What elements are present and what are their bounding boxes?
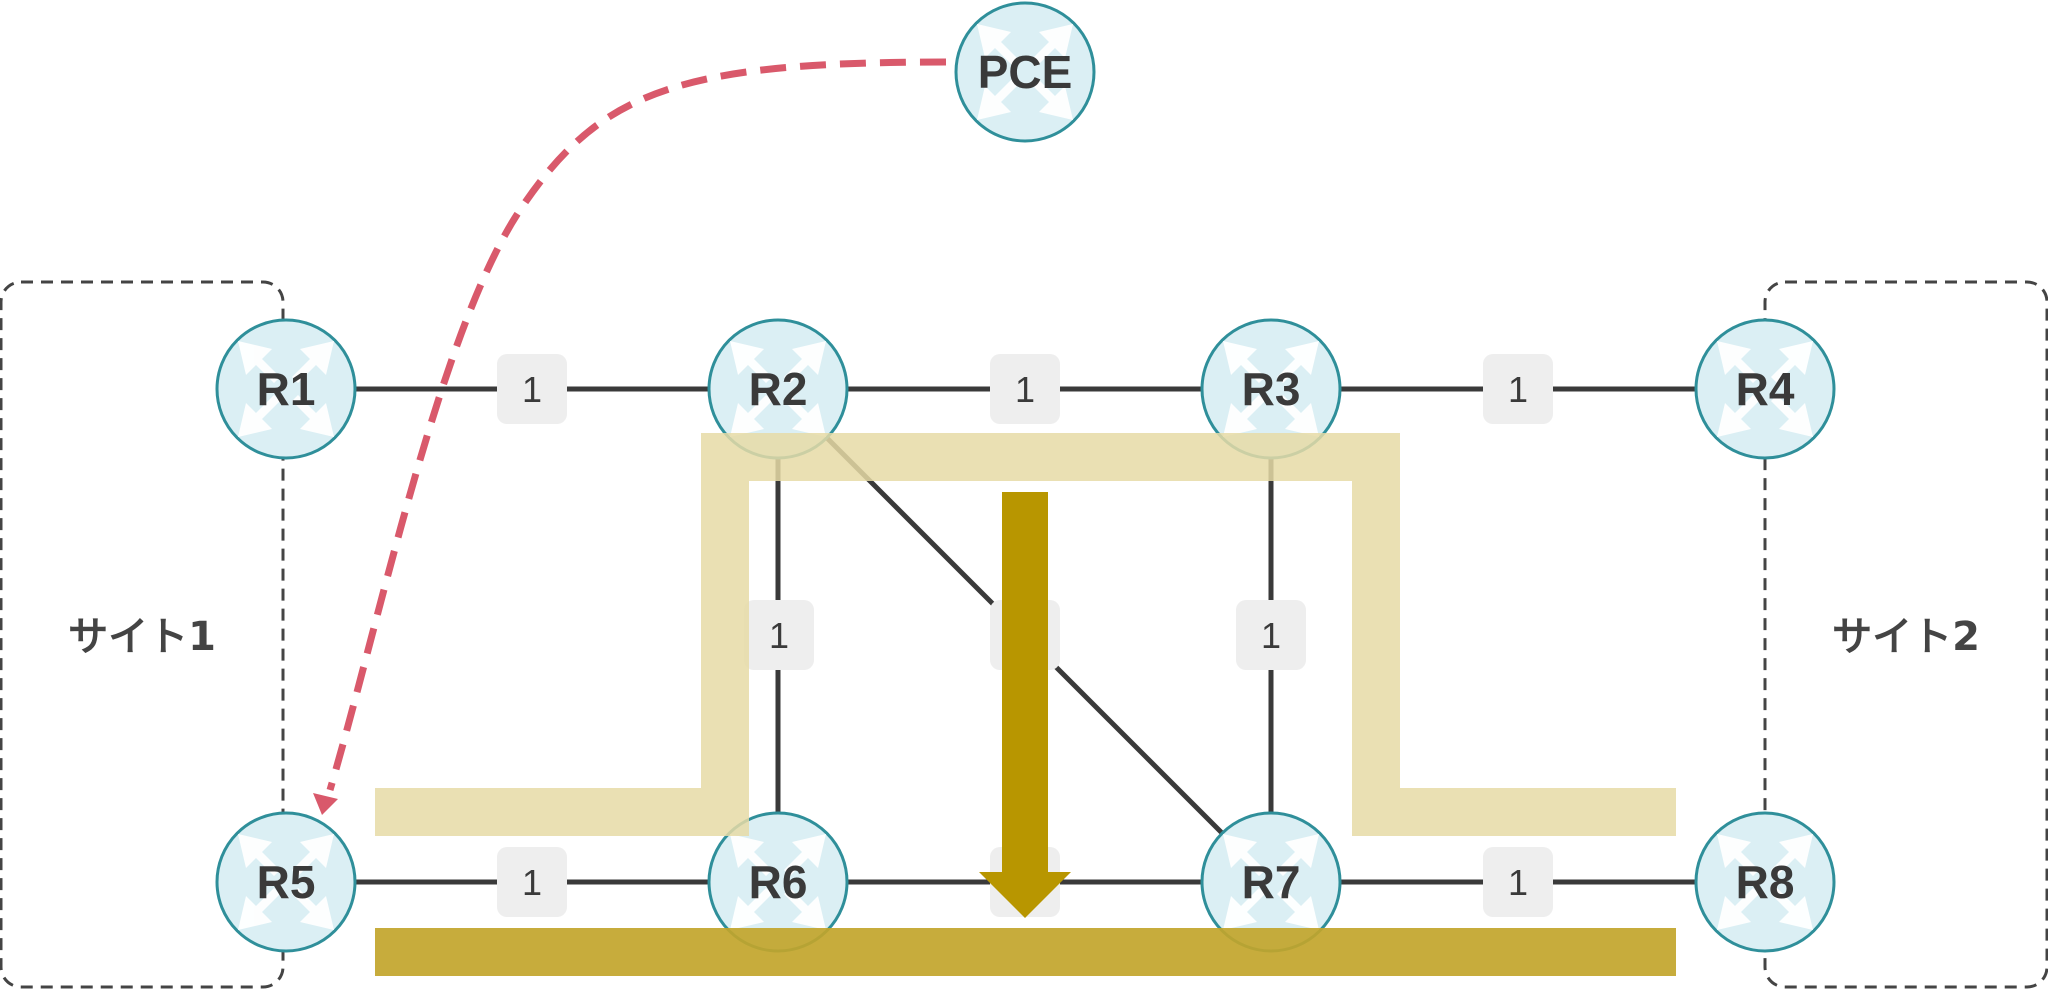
site1-label: サイト1 — [68, 614, 216, 660]
svg-text:1: 1 — [522, 862, 542, 903]
metric-r2-r3: 1 — [990, 354, 1060, 424]
router-r1[interactable]: R1 — [215, 318, 357, 460]
path-old-route — [375, 433, 1676, 836]
router-r3[interactable]: R3 — [1200, 318, 1342, 460]
svg-text:1: 1 — [522, 369, 542, 410]
pce-signal-curve — [326, 58, 947, 791]
router-arrows-icon — [1223, 341, 1319, 437]
svg-text:PCE: PCE — [978, 46, 1073, 98]
svg-text:1: 1 — [1261, 615, 1281, 656]
router-arrows-icon — [977, 24, 1073, 120]
svg-text:1: 1 — [769, 615, 789, 656]
svg-text:R7: R7 — [1242, 856, 1301, 908]
site2-label: サイト2 — [1832, 614, 1980, 660]
pce-signal — [313, 58, 947, 815]
svg-text:1: 1 — [1015, 369, 1035, 410]
router-arrows-icon — [238, 341, 334, 437]
metric-r5-r6: 1 — [497, 847, 567, 917]
site2-boundary — [1763, 280, 2048, 989]
router-arrows-icon — [238, 834, 334, 930]
metric-r3-r4: 1 — [1483, 354, 1553, 424]
router-r6[interactable]: R6 — [707, 811, 849, 953]
svg-text:R5: R5 — [257, 856, 316, 908]
path-overlays — [375, 433, 1676, 976]
svg-text:R1: R1 — [257, 363, 316, 415]
pce-signal-arrowhead-icon — [313, 793, 338, 815]
svg-text:1: 1 — [1508, 369, 1528, 410]
svg-text:R3: R3 — [1242, 363, 1301, 415]
router-arrows-icon — [730, 834, 826, 930]
svg-text:R2: R2 — [749, 363, 808, 415]
site1-boundary — [0, 280, 285, 989]
routers: PCE R1 R2 — [215, 1, 1836, 953]
svg-text:R4: R4 — [1736, 363, 1795, 415]
metric-r7-r8: 1 — [1483, 847, 1553, 917]
router-r8[interactable]: R8 — [1694, 811, 1836, 953]
router-r4[interactable]: R4 — [1694, 318, 1836, 460]
router-arrows-icon — [730, 341, 826, 437]
router-arrows-icon — [1717, 834, 1813, 930]
metric-r2-r6: 1 — [744, 600, 814, 670]
metric-r1-r2: 1 — [497, 354, 567, 424]
router-arrows-icon — [1717, 341, 1813, 437]
router-arrows-icon — [1223, 834, 1319, 930]
path-new-route — [375, 928, 1676, 976]
svg-text:R6: R6 — [749, 856, 808, 908]
path-switch-arrow-icon — [979, 492, 1071, 918]
svg-text:1: 1 — [1508, 862, 1528, 903]
router-r2[interactable]: R2 — [707, 318, 849, 460]
metric-r3-r7: 1 — [1236, 600, 1306, 670]
router-pce[interactable]: PCE — [954, 1, 1096, 143]
router-r5[interactable]: R5 — [215, 811, 357, 953]
svg-text:R8: R8 — [1736, 856, 1795, 908]
